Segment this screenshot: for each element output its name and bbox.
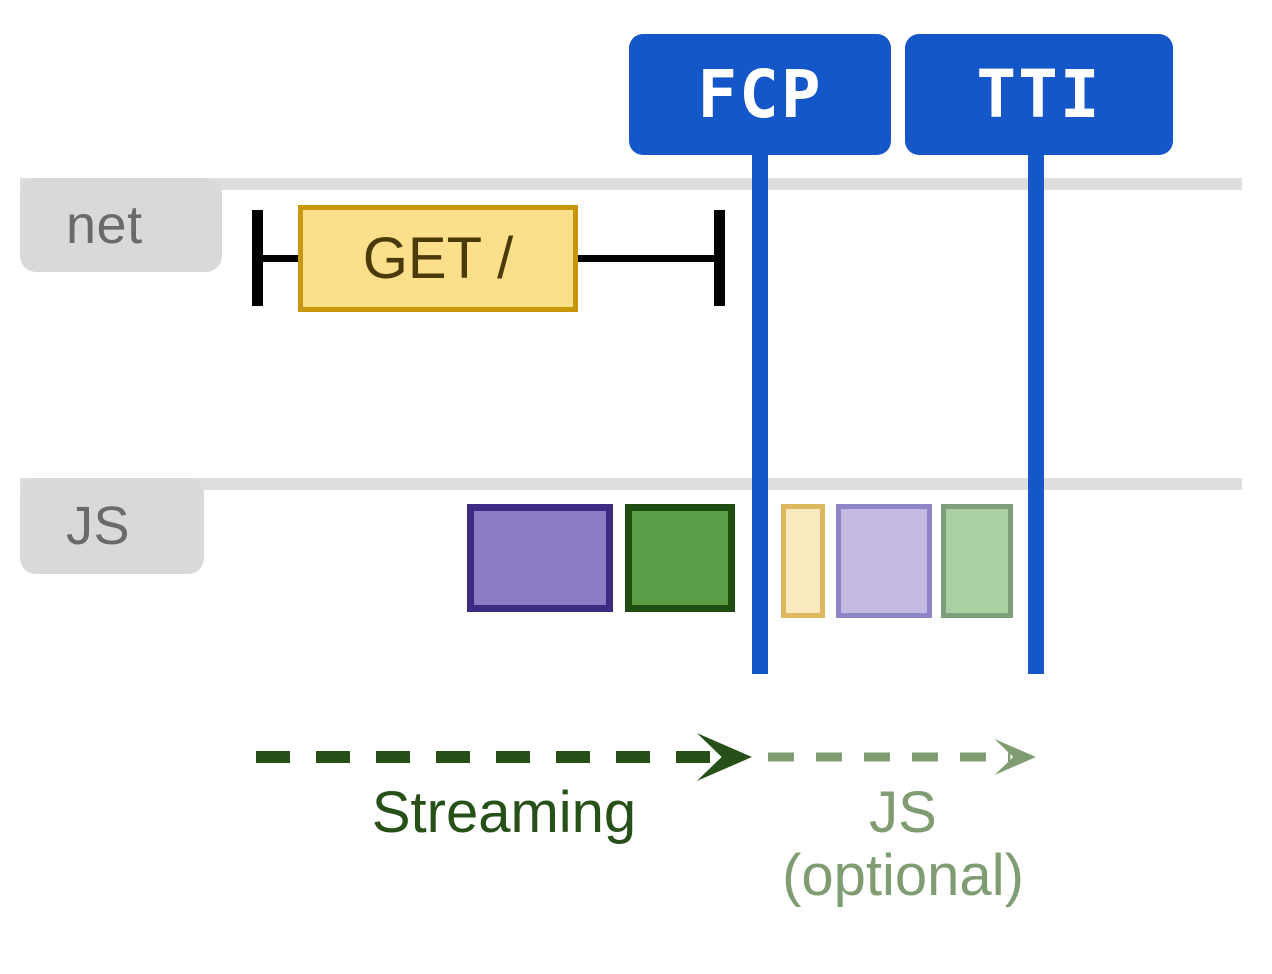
js-task-block[interactable]: [836, 504, 932, 618]
lane-rail-js: [20, 478, 1242, 490]
tti-marker-flag[interactable]: TTI: [905, 34, 1173, 155]
streaming-phase-label: Streaming: [371, 780, 637, 845]
js-optional-phase-arrow: [768, 739, 1036, 775]
lane-label-js: JS: [20, 478, 204, 574]
js-optional-phase-label: JS (optional): [782, 780, 1024, 908]
js-task-block[interactable]: [467, 504, 613, 612]
network-request-box[interactable]: GET /: [298, 205, 578, 312]
request-start-cap: [252, 210, 263, 306]
network-request-label: GET /: [362, 225, 514, 291]
tti-marker-line: [1028, 96, 1044, 674]
request-end-cap: [714, 210, 725, 306]
js-task-block[interactable]: [625, 504, 735, 612]
fcp-marker-line: [752, 96, 768, 674]
js-task-block[interactable]: [941, 504, 1013, 618]
lane-label-net-text: net: [66, 195, 143, 255]
lane-rail-net: [20, 178, 1242, 190]
streaming-phase-arrow: [256, 733, 752, 781]
lane-label-net: net: [20, 178, 222, 272]
fcp-marker-flag[interactable]: FCP: [629, 34, 891, 155]
lane-label-js-text: JS: [66, 496, 131, 556]
js-task-block[interactable]: [781, 504, 825, 618]
tti-marker-label: TTI: [976, 56, 1102, 133]
fcp-marker-label: FCP: [697, 56, 823, 133]
